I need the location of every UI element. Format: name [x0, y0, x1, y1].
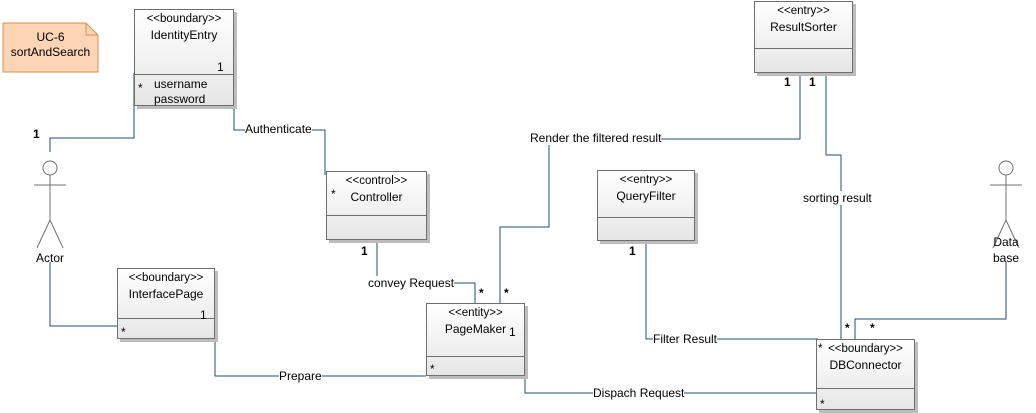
class-result-sorter[interactable]: <<entry>> ResultSorter	[754, 1, 853, 73]
database-actor-icon	[990, 160, 1022, 249]
mult-db-star-corner: *	[818, 341, 823, 355]
class-identity-entry[interactable]: <<boundary>> IdentityEntry username pass…	[134, 9, 234, 106]
label-dispach-request: Dispach Request	[593, 386, 685, 400]
label-prepare: Prepare	[279, 369, 322, 383]
page-maker-stereotype: <<entity>>	[448, 307, 503, 319]
label-authenticate: Authenticate	[245, 122, 312, 136]
mult-controller-star: *	[331, 187, 336, 201]
mult-identity-1: 1	[217, 60, 224, 74]
mult-db-star-left: *	[845, 321, 850, 335]
connector-convey-request	[376, 240, 476, 303]
mult-sorter-1-left: 1	[784, 75, 791, 89]
connector-database	[854, 262, 1007, 339]
mult-queryfilter-1: 1	[629, 244, 636, 258]
identity-entry-attr-password: password	[154, 92, 206, 106]
mult-pagemaker-star-left: *	[479, 286, 484, 300]
note-shape	[2, 22, 99, 73]
result-sorter-name: ResultSorter	[770, 20, 837, 34]
query-filter-name: QueryFilter	[616, 189, 676, 203]
connector-actor-identity	[49, 73, 135, 152]
database-label-line2: base	[992, 251, 1020, 265]
class-db-connector[interactable]: <<boundary>> DBConnector	[816, 339, 915, 410]
identity-entry-name: IdentityEntry	[150, 28, 218, 42]
mult-pagemaker-star: *	[430, 362, 435, 376]
mult-controller-1: 1	[361, 244, 368, 258]
mult-interface-1: 1	[200, 308, 207, 322]
connector-render-filtered	[499, 73, 801, 303]
database-label-line1: Data	[993, 235, 1019, 249]
mult-db-star-bottom: *	[820, 397, 825, 411]
controller-name: Controller	[350, 190, 403, 204]
mult-pagemaker-star-right: *	[504, 286, 509, 300]
mult-actor-1: 1	[33, 127, 40, 141]
class-query-filter[interactable]: <<entry>> QueryFilter	[597, 170, 695, 241]
class-page-maker[interactable]: <<entity>> PageMaker	[426, 303, 525, 376]
connector-filter-result	[645, 241, 818, 340]
identity-entry-stereotype: <<boundary>>	[146, 13, 222, 25]
interface-page-name: InterfacePage	[128, 287, 204, 301]
actor-label: Actor	[35, 251, 64, 265]
db-connector-name: DBConnector	[829, 358, 902, 372]
connector-actor-interface	[49, 262, 118, 327]
actor-icon	[34, 160, 66, 249]
mult-pagemaker-1: 1	[509, 325, 516, 339]
mult-sorter-1-right: 1	[809, 75, 816, 89]
query-filter-stereotype: <<entry>>	[619, 174, 673, 186]
label-render-filtered: Render the filtered result	[530, 131, 662, 145]
identity-entry-attr-username: username	[154, 77, 208, 91]
label-convey-request: convey Request	[368, 276, 455, 290]
page-maker-name: PageMaker	[444, 322, 507, 336]
connector-dispach-request	[524, 376, 816, 394]
class-interface-page[interactable]: <<boundary>> InterfacePage	[117, 268, 215, 339]
connector-authenticate	[233, 106, 326, 175]
mult-interface-star: *	[121, 325, 126, 339]
note-subtitle: sortAndSearch	[10, 45, 91, 59]
interface-page-stereotype: <<boundary>>	[128, 272, 204, 284]
class-controller[interactable]: <<control>> Controller	[326, 171, 427, 240]
mult-db-star-right: *	[870, 321, 875, 335]
mult-identity-star: *	[138, 81, 143, 95]
connector-sorting-result	[825, 73, 842, 339]
label-filter-result: Filter Result	[653, 332, 718, 346]
controller-stereotype: <<control>>	[345, 175, 408, 187]
db-connector-stereotype: <<boundary>>	[828, 343, 903, 355]
result-sorter-stereotype: <<entry>>	[777, 5, 830, 17]
note-title: UC-6	[36, 30, 65, 44]
connector-prepare	[214, 340, 426, 377]
use-case-note: UC-6 sortAndSearch	[3, 23, 98, 72]
label-sorting-result: sorting result	[803, 191, 872, 205]
